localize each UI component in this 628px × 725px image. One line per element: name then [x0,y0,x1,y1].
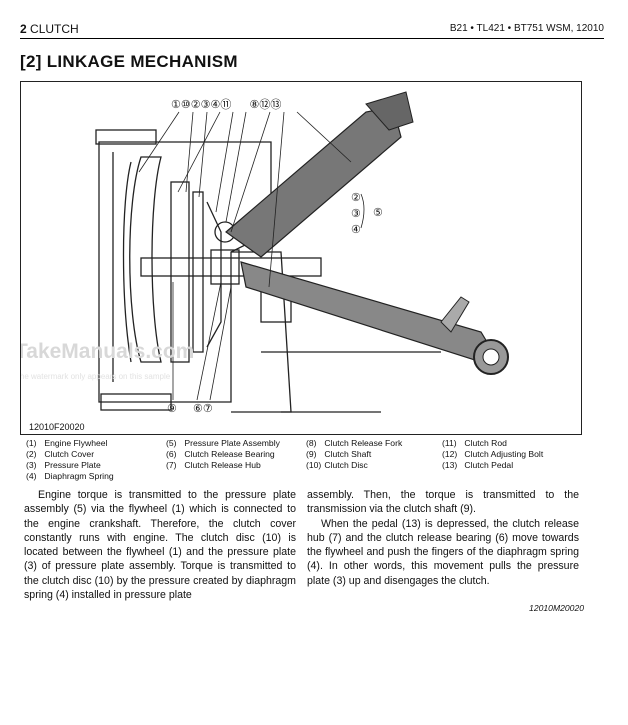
callout-9: ⑨ [167,403,177,415]
legend-item: (5) Pressure Plate Assembly [166,438,280,449]
clutch-disc-shape [192,191,204,353]
side-callout-4: ④ [351,224,361,236]
legend-item: (13) Clutch Pedal [442,460,543,471]
legend-label: Pressure Plate Assembly [184,438,280,448]
legend-item: (10) Clutch Disc [306,460,402,471]
legend-number: (11) [442,438,457,448]
legend-column-4: (11) Clutch Rod (12) Clutch Adjusting Bo… [442,438,543,471]
legend-number: (2) [26,449,37,459]
adjusting-bolt-shape [440,296,470,333]
manual-reference: B21 • TL421 • BT751 WSM, 12010 [449,23,604,34]
legend-number: (1) [26,438,37,448]
legend-item: (2) Clutch Cover [26,449,114,460]
top-flange [95,129,157,145]
legend-item: (1) Engine Flywheel [26,438,114,449]
callout-1: ① [171,99,181,111]
legend-label: Pressure Plate [44,460,101,470]
paragraph-torque-continued: assembly. Then, the torque is transmitte… [307,489,579,516]
diaphragm-spring-shape [206,201,222,348]
legend-item: (11) Clutch Rod [442,438,543,449]
bottom-callout-row: ⑨ ⑥⑦ [167,402,213,415]
legend-label: Clutch Release Fork [324,438,403,448]
clutch-pedal-arm [225,106,402,258]
legend-number: (7) [166,460,177,470]
legend-label: Diaphragm Spring [44,471,114,481]
legend-number: (6) [166,449,177,459]
callout-8: ⑧ [249,99,260,111]
side-callout-group: ② ③ ④ [351,190,361,238]
top-callout-row: ①⑩②③④⑪ ⑧⑫⑬ [171,96,281,112]
legend-column-2: (5) Pressure Plate Assembly (6) Clutch R… [166,438,280,471]
legend-number: (4) [26,471,37,481]
callout-2: ② [190,99,201,111]
legend-item: (6) Clutch Release Bearing [166,449,280,460]
callout-11: ⑪ [220,99,232,111]
paragraph-pedal: When the pedal (13) is depressed, the cl… [307,517,579,587]
linkage-drawing [95,91,509,413]
flywheel-shape [129,156,162,363]
chapter-heading: 2 CLUTCH [20,22,79,36]
legend-number: (5) [166,438,177,448]
legend-item: (7) Clutch Release Hub [166,460,280,471]
pressure-plate-shape [170,181,190,363]
legend-column-1: (1) Engine Flywheel (2) Clutch Cover (3)… [26,438,114,482]
watermark-note: The watermark only appears on this sampl… [20,372,171,381]
figure-code: 12010F20020 [27,422,87,432]
legend-item: (9) Clutch Shaft [306,449,402,460]
release-bearing-shape [210,249,240,285]
callout-4: ④ [210,99,221,111]
callout-3: ③ [200,99,211,111]
clutch-pedal-pad [365,91,414,131]
linkage-diagram: ①⑩②③④⑪ ⑧⑫⑬ ② ③ ④ ⑤ ⑨ ⑥⑦ TakeManuals.com … [20,81,582,435]
legend-label: Clutch Cover [44,449,95,459]
legend-column-3: (8) Clutch Release Fork (9) Clutch Shaft… [306,438,402,471]
side-callout-5: ⑤ [373,207,383,219]
callout-13: ⑬ [270,99,282,111]
body-column-right: assembly. Then, the torque is transmitte… [307,488,579,588]
callout-12: ⑫ [259,99,271,111]
callout-7: ⑦ [202,403,213,415]
legend-item: (12) Clutch Adjusting Bolt [442,449,543,460]
callout-6: ⑥ [193,403,203,415]
clutch-shaft-shape [140,257,322,277]
legend-item: (4) Diaphragm Spring [26,471,114,482]
legend-label: Engine Flywheel [44,438,108,448]
chapter-number: 2 [20,22,27,36]
legend-number: (13) [442,460,458,470]
legend-label: Clutch Adjusting Bolt [464,449,544,459]
legend-label: Clutch Pedal [464,460,514,470]
legend-label: Clutch Disc [324,460,368,470]
legend-label: Clutch Shaft [324,449,372,459]
legend-number: (9) [306,449,317,459]
legend-item: (3) Pressure Plate [26,460,114,471]
legend-label: Clutch Rod [464,438,507,448]
legend-number: (3) [26,460,37,470]
callout-10: ⑩ [180,99,191,111]
legend-number: (10) [306,460,322,470]
chapter-name: CLUTCH [30,22,79,36]
paragraph-torque: Engine torque is transmitted to the pres… [24,489,296,602]
side-callout-3: ③ [351,208,361,220]
bottom-flange [100,393,172,411]
legend-label: Clutch Release Bearing [184,449,275,459]
legend-label: Clutch Release Hub [184,460,261,470]
page-header: 2 CLUTCH B21 • TL421 • BT751 WSM, 12010 [20,20,604,39]
body-column-left: Engine torque is transmitted to the pres… [24,488,296,602]
legend-number: (12) [442,449,458,459]
legend-number: (8) [306,438,317,448]
section-title: [2] LINKAGE MECHANISM [20,52,238,71]
watermark: TakeManuals.com [20,340,195,363]
document-code: 12010M20020 [529,603,584,613]
legend-item: (8) Clutch Release Fork [306,438,402,449]
side-callout-2: ② [351,192,361,204]
